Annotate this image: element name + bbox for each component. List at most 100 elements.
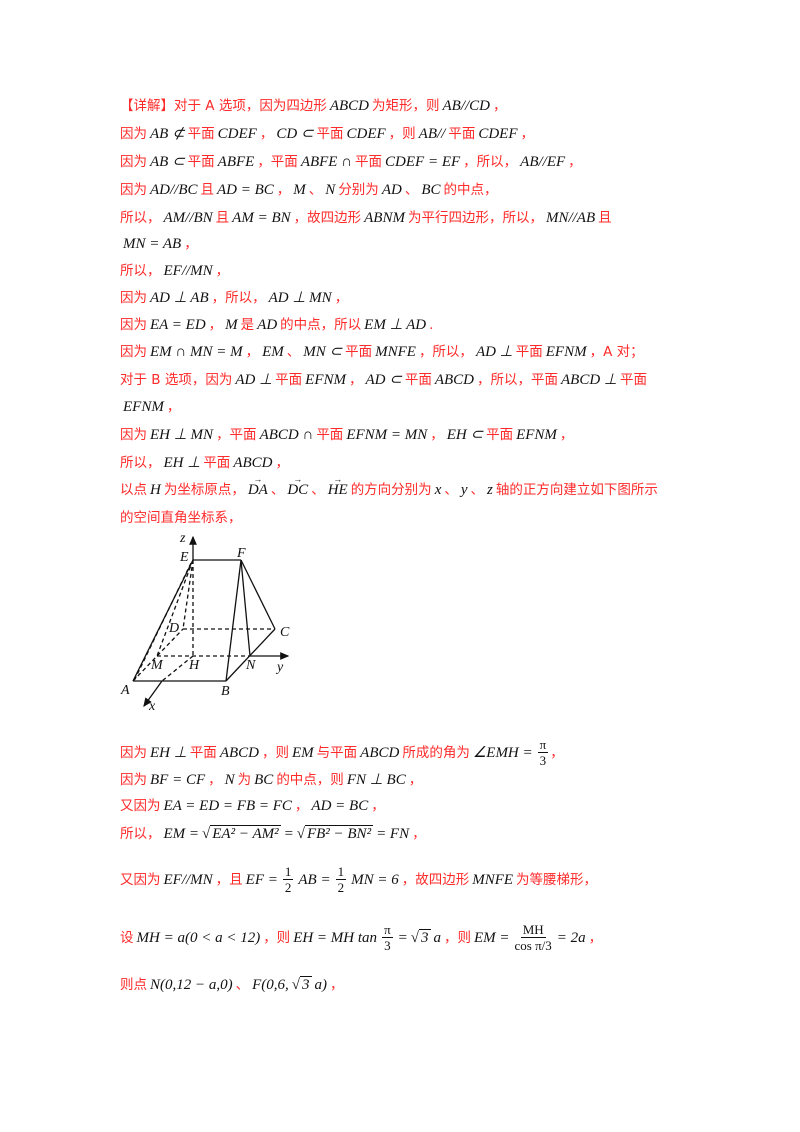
square-root: √3 xyxy=(292,975,312,995)
math-expression: EM xyxy=(291,744,314,761)
math-expression: AD xyxy=(257,317,278,333)
math-expression: ABCD xyxy=(434,372,474,388)
text-segment: . xyxy=(429,317,434,333)
math-expression: EFNM xyxy=(545,344,587,360)
text-segment: 因为 xyxy=(120,344,147,360)
math-expression: x xyxy=(434,482,442,498)
text-segment: ，所以， xyxy=(463,154,518,170)
label-y: y xyxy=(275,660,284,675)
text-segment: ， xyxy=(276,182,291,198)
text-segment: 为平行四边形，所以， xyxy=(407,210,543,226)
text-segment: 则点 xyxy=(120,977,147,993)
radical-sign-icon: √ xyxy=(291,977,301,993)
label-C: C xyxy=(280,625,290,640)
math-expression: EF = xyxy=(245,871,278,888)
numerator: 1 xyxy=(335,864,347,880)
text-segment: 又因为 xyxy=(120,798,161,814)
math-expression: EM xyxy=(262,344,284,360)
radical-sign-icon: √ xyxy=(296,826,305,842)
text-segment: 平面 xyxy=(275,372,303,388)
text-segment: 平面 xyxy=(187,154,215,170)
text-segment: 【详解】对于 A 选项，因为四边形 xyxy=(120,98,327,114)
text-segment: 平面 xyxy=(515,344,543,360)
label-D: D xyxy=(168,621,179,636)
math-expression: ABCD xyxy=(329,98,369,114)
text-segment: ， xyxy=(208,772,222,788)
math-expression: AD = BC xyxy=(311,798,369,814)
math-expression: H xyxy=(150,482,161,498)
numerator: MH xyxy=(520,922,546,938)
text-segment: ， xyxy=(412,826,426,842)
text-segment: ， xyxy=(259,126,274,142)
math-expression: FN ⊥ BC xyxy=(346,772,406,788)
text-segment: 、 xyxy=(404,182,419,198)
text-segment: 平面 xyxy=(404,372,432,388)
math-expression: M xyxy=(225,317,238,333)
edge-FC xyxy=(240,559,276,630)
text-segment: 平面 xyxy=(203,455,231,471)
x-axis xyxy=(143,680,163,708)
math-expression: EH ⊥ xyxy=(163,455,201,471)
text-line: 的空间直角坐标系， xyxy=(120,508,242,528)
text-segment: ， xyxy=(208,317,223,333)
text-segment: 平面 xyxy=(345,344,373,360)
text-segment: 所成的角为 xyxy=(402,744,470,761)
math-expression: EFNM xyxy=(516,427,557,443)
math-expression: ABFE xyxy=(217,154,255,170)
segment-ED xyxy=(182,559,194,630)
math-expression: = xyxy=(283,826,294,842)
math-expression: AB//EF xyxy=(520,154,566,170)
math-expression: AD ⊥ AB xyxy=(150,290,209,306)
math-expression: EH ⊥ MN xyxy=(150,427,214,443)
text-segment: 、 xyxy=(235,977,250,993)
radicand: 3 xyxy=(419,928,431,946)
math-expression: CDEF = EF xyxy=(385,154,461,170)
math-expression: MN = 6 xyxy=(351,871,399,888)
numerator: π xyxy=(537,737,549,753)
math-expression: EH ⊥ xyxy=(150,744,187,761)
segment-EA-inner xyxy=(134,562,192,680)
text-segment: ，故四边形 xyxy=(401,871,470,888)
radicand: EA² − AM² xyxy=(210,825,281,842)
text-segment: ， xyxy=(215,263,230,279)
text-segment: 因为 xyxy=(120,126,147,142)
text-segment: ， xyxy=(294,798,309,814)
text-segment: 所以， xyxy=(120,455,161,471)
text-segment: 平面 xyxy=(187,126,215,142)
denominator: 3 xyxy=(384,938,391,953)
text-segment: 平面 xyxy=(189,744,217,761)
text-segment: ， xyxy=(166,399,181,415)
square-root: √3 xyxy=(411,928,431,948)
text-segment: 所以， xyxy=(120,826,161,842)
text-segment: 因为 xyxy=(120,744,147,761)
math-expression: AM = BN xyxy=(232,210,291,226)
text-segment: ， xyxy=(550,744,564,761)
text-segment: 又因为 xyxy=(120,871,161,888)
math-expression: ABFE ∩ xyxy=(300,154,353,170)
label-H: H xyxy=(188,658,200,673)
math-expression: F(0,6, xyxy=(252,977,289,993)
text-segment: 所以， xyxy=(120,210,161,226)
text-segment: 对于 B 选项，因为 xyxy=(120,372,233,388)
math-expression: = 2a xyxy=(556,929,586,946)
text-segment: 因为 xyxy=(120,290,147,306)
math-expression: BF = CF xyxy=(150,772,206,788)
math-expression: MN = AB xyxy=(123,236,182,252)
segment-EM xyxy=(156,559,194,657)
text-segment: 因为 xyxy=(120,182,147,198)
text-segment: 平面 xyxy=(355,154,383,170)
text-segment: ，平面 xyxy=(216,427,257,443)
